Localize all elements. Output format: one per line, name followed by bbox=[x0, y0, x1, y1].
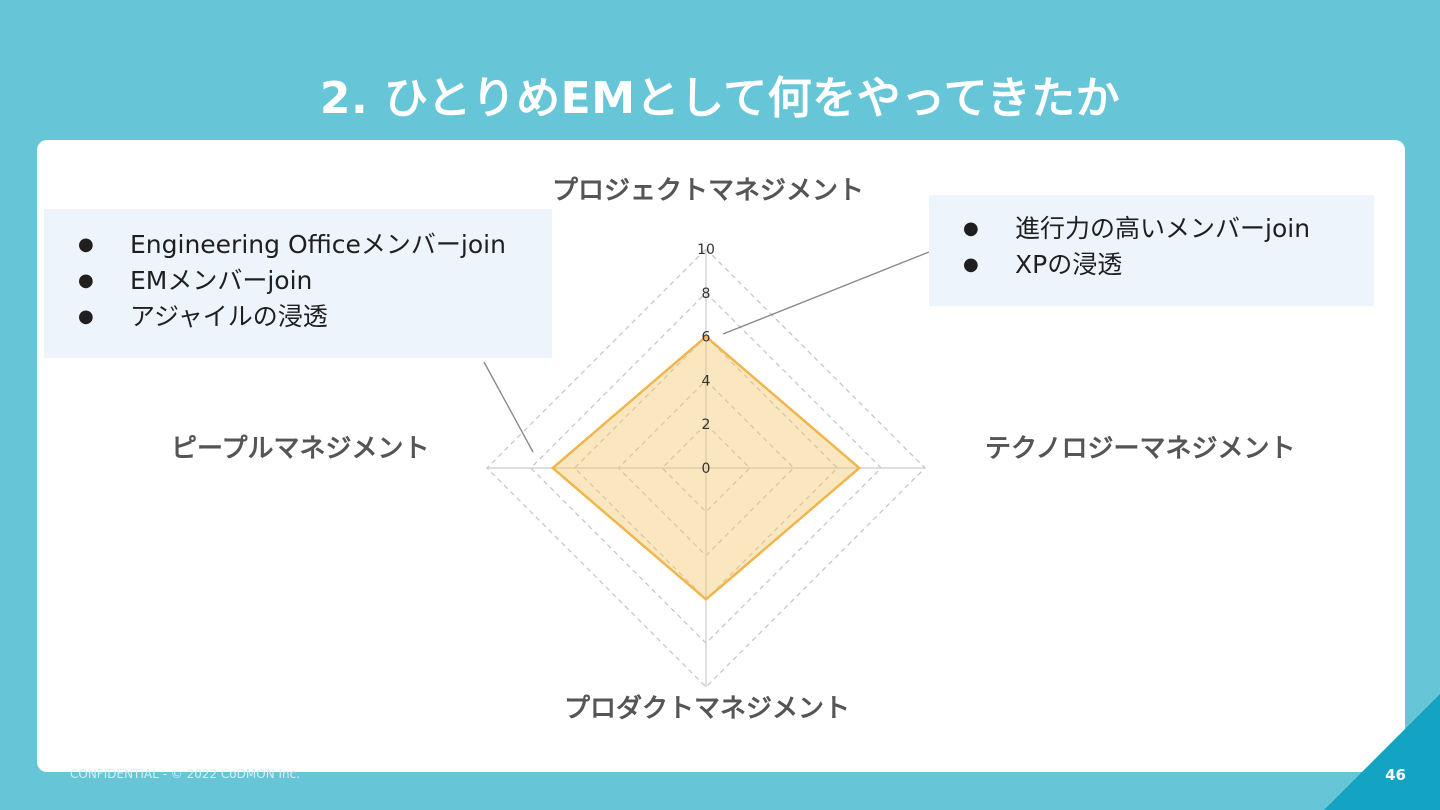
note-box-right: 進行力の高いメンバーjoin XPの浸透 bbox=[929, 195, 1374, 306]
note-box-left: Engineering Officeメンバーjoin EMメンバーjoin アジ… bbox=[44, 209, 552, 358]
list-item: XPの浸透 bbox=[929, 247, 1374, 283]
tick-label: 8 bbox=[702, 286, 711, 302]
tick-label: 6 bbox=[702, 330, 711, 346]
callout-line-left bbox=[483, 361, 534, 453]
tick-label: 2 bbox=[702, 417, 711, 433]
page-number: 46 bbox=[1385, 766, 1406, 784]
list-item: アジャイルの浸透 bbox=[44, 299, 552, 335]
tick-label: 0 bbox=[702, 461, 711, 477]
note-text: XPの浸透 bbox=[1015, 250, 1123, 279]
axis-label-product: プロダクトマネジメント bbox=[564, 694, 851, 724]
radar-chart: 0 2 4 6 8 10 bbox=[483, 242, 930, 688]
list-item: Engineering Officeメンバーjoin bbox=[44, 227, 552, 263]
corner-decoration bbox=[1324, 694, 1440, 810]
note-text: アジャイルの浸透 bbox=[130, 302, 328, 331]
callout-line-right bbox=[722, 251, 930, 335]
note-text: EMメンバーjoin bbox=[130, 266, 313, 295]
list-item: 進行力の高いメンバーjoin bbox=[929, 211, 1374, 247]
list-item: EMメンバーjoin bbox=[44, 263, 552, 299]
series-area bbox=[550, 334, 862, 602]
tick-label: 10 bbox=[697, 242, 715, 258]
content-card: 0 2 4 6 8 10 プロジェクトマネジメント テクノロジーマネジメント プロダクトマ… bbox=[37, 140, 1405, 772]
axis-label-people: ピープルマネジメント bbox=[171, 434, 430, 464]
axis-label-project: プロジェクトマネジメント bbox=[552, 176, 865, 206]
note-text: 進行力の高いメンバーjoin bbox=[1015, 214, 1311, 243]
tick-label: 4 bbox=[702, 373, 711, 389]
page-title: 2. ひとりめEMとして何をやってきたか bbox=[319, 73, 1121, 124]
footer-copyright: CONFIDENTIAL - © 2022 CoDMON Inc. bbox=[70, 767, 301, 781]
note-text: Engineering Officeメンバーjoin bbox=[130, 230, 506, 259]
axis-label-technology: テクノロジーマネジメント bbox=[985, 434, 1296, 464]
